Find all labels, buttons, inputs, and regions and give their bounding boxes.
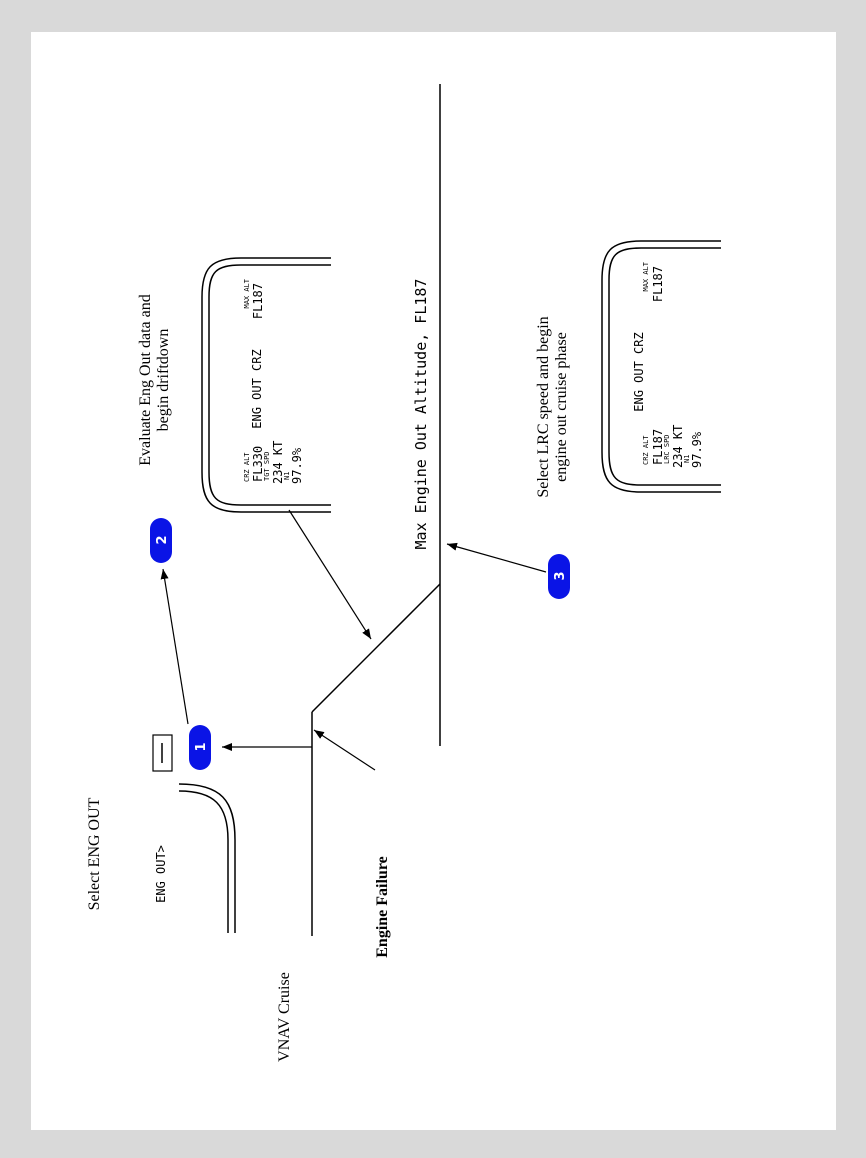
cdu-lrc-title: ENG OUT CRZ [632,332,646,411]
cdu-lrc-spd-label: LRC SPD [663,434,671,464]
label-select-lrc-line1: Select LRC speed and begin [535,316,552,497]
step-badge-3-label: 3 [553,571,568,580]
step-badge-1: 1 [189,725,211,770]
label-engine-failure: Engine Failure [374,856,391,958]
cdu-eval-frame-inner [208,264,331,506]
cdu-eval-frame-outer [201,257,331,513]
cdu-lrc-max-alt-value: FL187 [651,266,665,302]
flight-profile [311,84,441,936]
label-evaluate-line2: begin driftdown [155,329,172,432]
engine-failure-arrow [313,729,376,771]
step-badge-2-bg [150,518,172,563]
cdu-left-frame-inner [178,790,229,933]
label-select-eng-out: Select ENG OUT [86,797,103,910]
label-vnav-cruise: VNAV Cruise [276,972,293,1062]
cdu-lrc-frame-outer [601,240,721,493]
cdu-left-frame-outer [178,783,236,933]
cdu-eval-max-alt-label: MAX ALT [243,278,251,308]
cdu-lrc-crz-alt-value: FL187 [651,429,665,465]
label-evaluate-line1: Evaluate Eng Out data and [137,294,154,466]
step-badge-3-bg [548,554,570,599]
cdu-lrc-page: ENG OUT CRZ CRZ ALT FL187 LRC SPD 234 KT… [601,240,721,493]
label-select-lrc-line2: engine out cruise phase [553,332,570,482]
step-badge-3: 3 [548,554,570,599]
eng-out-prompt: ENG OUT> [154,845,168,903]
step-badge-2-label: 2 [155,535,170,544]
page-frame: ENG OUT> ENG OUT CRZ CRZ ALT FL330 TGT S… [31,32,836,1130]
cdu-eng-out-prompt: ENG OUT> [152,734,236,933]
cdu-eval-spd-label: TGT SPD [263,451,271,481]
cdu-lrc-frame-inner [608,247,721,486]
arrow-step1-to-step2 [160,568,189,725]
step-badge-2: 2 [150,518,172,563]
arrow-step3-to-profile [446,542,547,573]
cdu-lrc-n1-value: 97.9% [690,431,704,468]
cdu-lrc-max-alt-label: MAX ALT [642,261,650,291]
step-badge-1-label: 1 [194,742,209,751]
cdu-eval-n1-value: 97.9% [290,447,304,484]
cdu-eval-page: ENG OUT CRZ CRZ ALT FL330 TGT SPD 234 KT… [201,257,331,513]
cdu-eval-max-alt-value: FL187 [251,283,265,319]
cdu-lrc-spd-value: 234 KT [671,425,685,468]
cdu-eval-crz-alt-label: CRZ ALT [243,452,251,482]
label-max-engine-out-altitude: Max Engine Out Altitude, FL187 [412,279,430,550]
driftdown-line [311,583,441,713]
cdu-lrc-n1-label: N1 [683,455,691,463]
engine-out-diagram: ENG OUT> ENG OUT CRZ CRZ ALT FL330 TGT S… [86,84,721,1062]
cdu-eval-n1-label: N1 [283,472,291,480]
step-badge-1-bg [189,725,211,770]
arrow-cdu-to-profile [288,509,372,640]
cdu-eval-crz-alt-value: FL330 [251,446,265,482]
cdu-eval-title: ENG OUT CRZ [250,349,264,428]
cdu-eval-spd-value: 234 KT [271,441,285,484]
arrows [160,509,547,771]
cdu-lrc-crz-alt-label: CRZ ALT [642,435,650,465]
